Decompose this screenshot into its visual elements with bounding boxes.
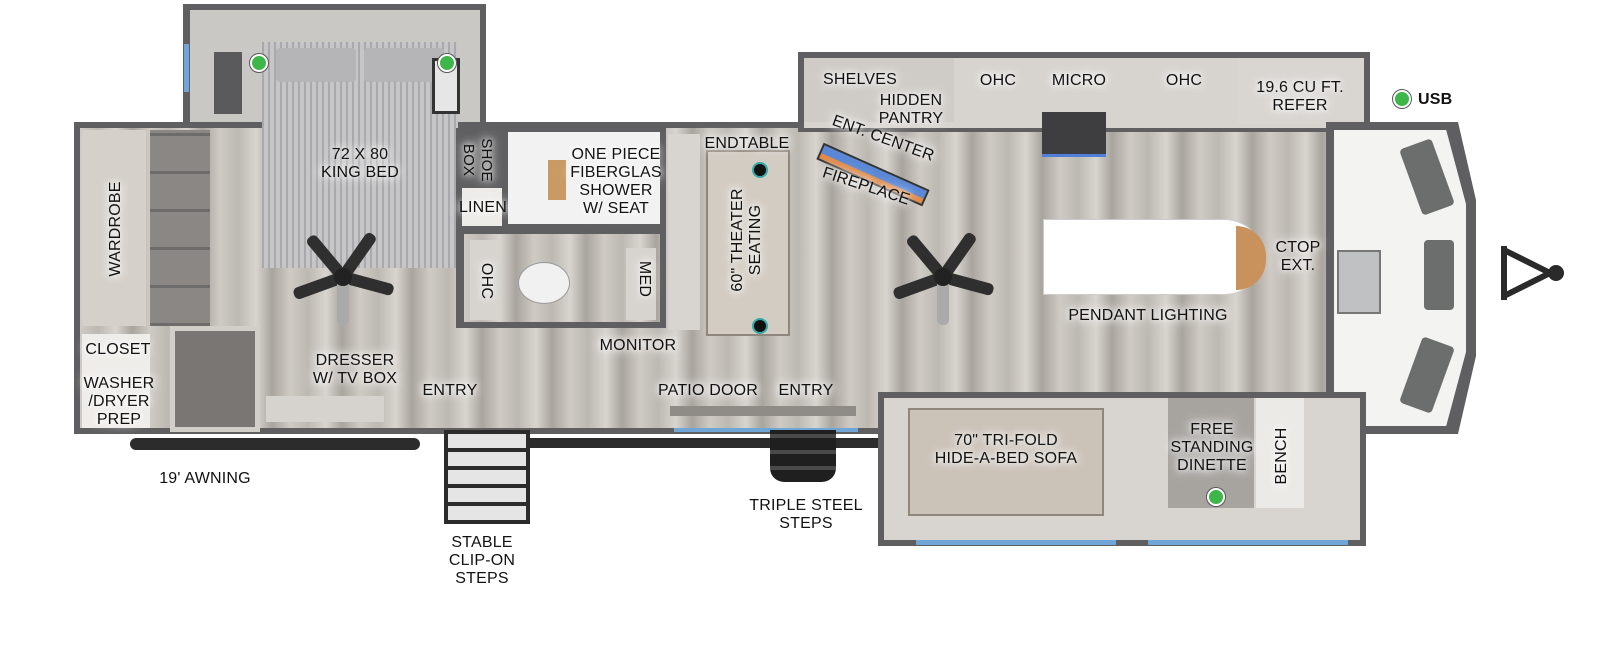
window [184, 44, 189, 92]
pillow [276, 48, 356, 82]
cupholder [752, 162, 768, 178]
clip-on-steps[interactable] [444, 430, 530, 524]
refer-label: 19.6 CU FT. REFER [1256, 79, 1344, 114]
wardrobe [82, 130, 146, 326]
window [1148, 540, 1348, 545]
awning-bar [830, 438, 878, 448]
ohc-left-label: OHC [979, 72, 1017, 89]
refrigerator [1238, 58, 1364, 124]
usb-port-icon [438, 54, 456, 72]
shelves-label: SHELVES [822, 71, 898, 88]
ceiling-fan-icon [288, 222, 398, 332]
nightstand-left [214, 52, 242, 114]
triple-steel-steps[interactable] [770, 430, 836, 482]
dresser [266, 396, 384, 422]
kitchen-island [1044, 220, 1262, 294]
patio-door [670, 406, 856, 416]
king-bed-label: 72 X 80 KING BED [320, 146, 400, 181]
usb-port-icon [250, 54, 268, 72]
linen-label: LINEN [458, 199, 508, 216]
shower [508, 132, 660, 224]
shelves-cabinet [804, 58, 954, 122]
bench-seat [1256, 398, 1304, 508]
front-window-mid [1424, 240, 1454, 310]
pendant-lighting-label: PENDANT LIGHTING [1068, 307, 1228, 324]
wardrobe-label: WARDROBE [107, 181, 124, 277]
ohc-right-label: OHC [1165, 72, 1203, 89]
hidden-pantry-label: HIDDEN PANTRY [878, 92, 944, 127]
window [916, 540, 1116, 545]
shower-label: ONE PIECE FIBERGLAS SHOWER W/ SEAT [570, 146, 662, 217]
drawers [150, 130, 210, 326]
stove [1042, 112, 1106, 157]
awning-bar [520, 438, 770, 448]
bench-label: BENCH [1273, 427, 1290, 485]
hitch [1500, 240, 1566, 306]
closet-label: CLOSET [85, 341, 151, 358]
usb-legend-icon [1393, 90, 1411, 108]
awning-label: 19' AWNING [159, 470, 251, 487]
pillow [364, 48, 444, 82]
bath-ohc-label: OHC [478, 262, 495, 300]
entry-main-label: ENTRY [778, 382, 834, 399]
entry-rear-label: ENTRY [422, 382, 478, 399]
ceiling-fan-icon [888, 222, 998, 332]
patio-door-glass [674, 428, 858, 432]
dresser-label: DRESSER W/ TV BOX [312, 352, 398, 387]
linen-cabinet [462, 188, 502, 226]
med-label: MED [636, 260, 653, 298]
toilet [518, 262, 570, 304]
shower-seat [548, 160, 566, 200]
dinette-label: FREE STANDING DINETTE [1170, 421, 1254, 474]
closet [82, 334, 150, 428]
medicine-cabinet [626, 248, 656, 320]
theater-seating-label: 60" THEATER SEATING [729, 188, 764, 292]
endtable-label: ENDTABLE [704, 135, 790, 152]
usb-port-icon [1207, 488, 1225, 506]
patio-door-label: PATIO DOOR [657, 382, 759, 399]
monitor-label: MONITOR [599, 337, 677, 354]
shoe-box-label: SHOE BOX [460, 138, 495, 182]
bath-ohc [470, 240, 500, 320]
wall-panel [668, 134, 700, 330]
usb-legend-label: USB [1418, 91, 1453, 108]
washer-dryer-label: WASHER /DRYER PREP [83, 375, 155, 428]
theater-seating [706, 150, 790, 336]
ctop-ext-label: CTOP EXT. [1275, 239, 1321, 274]
bedroom-tv [170, 326, 260, 432]
awning-bar [130, 438, 420, 450]
sofa-label: 70" TRI-FOLD HIDE-A-BED SOFA [934, 432, 1078, 467]
clip-on-steps-label: STABLE CLIP-ON STEPS [448, 534, 516, 587]
cupholder [752, 318, 768, 334]
sofa [908, 408, 1104, 516]
kitchen-sink [1337, 250, 1381, 314]
micro-label: MICRO [1051, 72, 1107, 89]
triple-steps-label: TRIPLE STEEL STEPS [749, 497, 863, 532]
